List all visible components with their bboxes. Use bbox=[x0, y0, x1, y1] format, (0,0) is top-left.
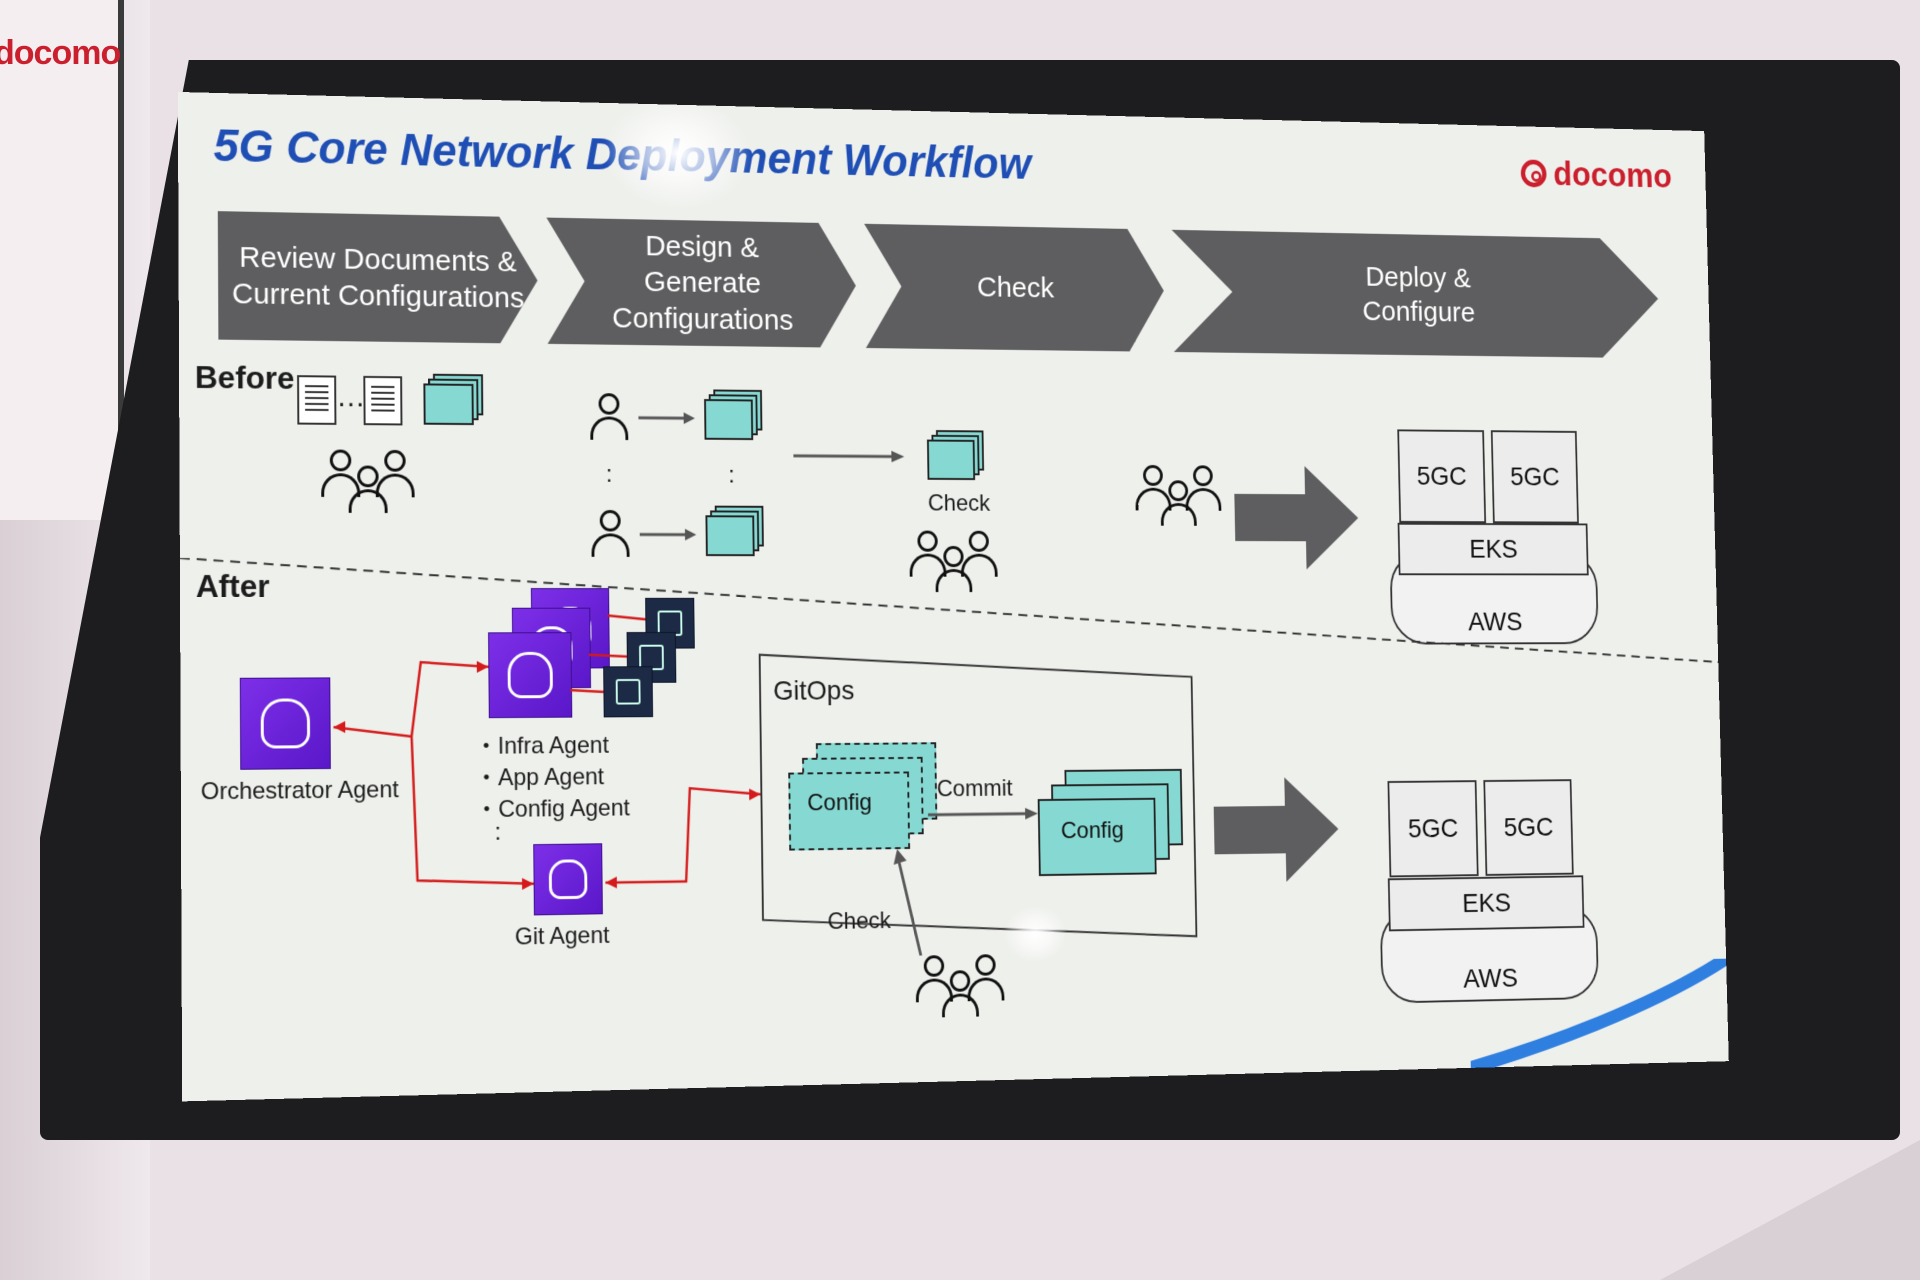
gitops-check-label: Check bbox=[827, 907, 891, 935]
agent-links bbox=[178, 92, 1729, 1101]
booth-sign: docomo bbox=[0, 0, 124, 520]
check-arrow-icon bbox=[892, 848, 931, 956]
big-arrow-icon bbox=[1233, 465, 1360, 570]
big-arrow-icon bbox=[1213, 776, 1340, 883]
monitor-screen: 5G Core Network Deployment Workflow doco… bbox=[177, 91, 1729, 1102]
booth-floor bbox=[1660, 1140, 1920, 1280]
eks-cluster: EKS bbox=[1387, 875, 1585, 932]
booth-logo: docomo bbox=[0, 34, 121, 72]
commit-arrow-icon bbox=[928, 807, 1039, 822]
committed-config-label: Config bbox=[1060, 817, 1124, 844]
draft-config-label: Config bbox=[807, 789, 873, 817]
commit-label: Commit bbox=[936, 775, 1013, 803]
gitops-label: GitOps bbox=[772, 675, 855, 706]
5gc-node: 5GC bbox=[1387, 780, 1479, 878]
5gc-node: 5GC bbox=[1483, 779, 1574, 876]
reviewer-team-icon bbox=[912, 954, 1014, 1024]
